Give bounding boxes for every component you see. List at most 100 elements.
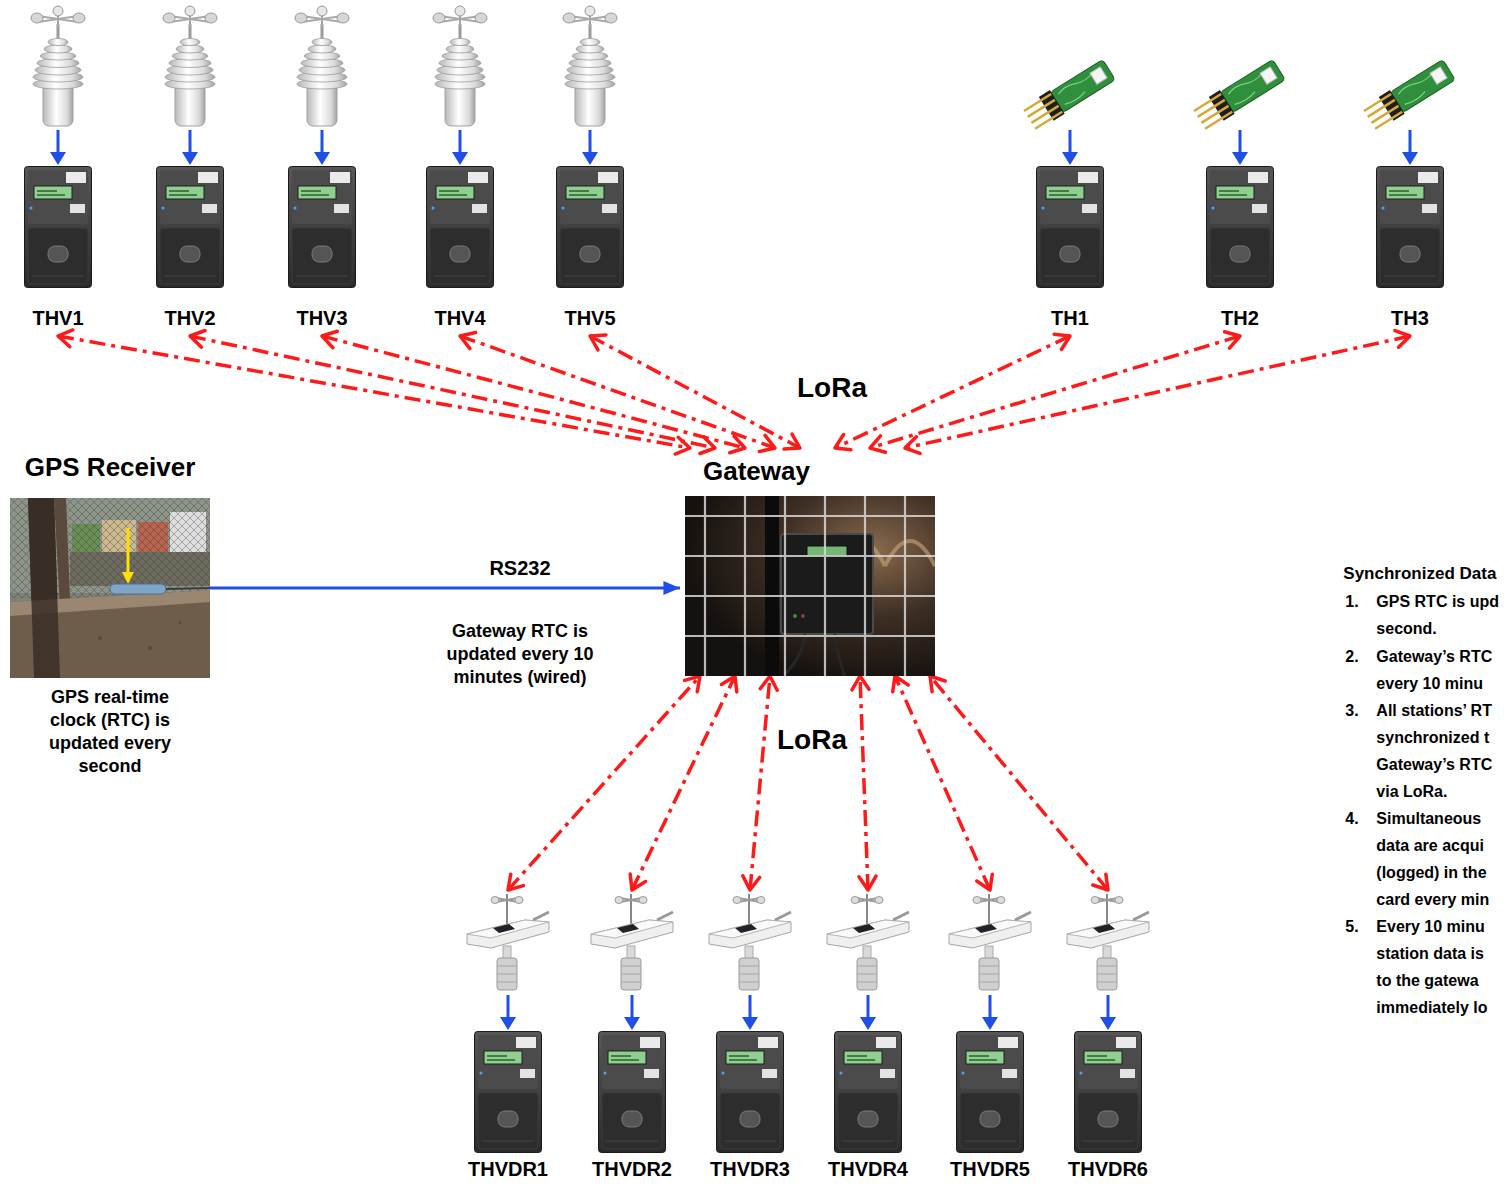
arrow-head — [508, 874, 523, 890]
arrow-head — [893, 676, 909, 692]
logger-box — [1036, 166, 1104, 288]
sensor-arrow — [1098, 995, 1118, 1031]
note-text: 4. — [1345, 809, 1358, 829]
note-text: 3. — [1345, 701, 1358, 721]
logger-box — [474, 1031, 542, 1153]
note-text: every 10 minu — [1376, 674, 1483, 694]
gps-receiver-node: GPS ReceiverGPS real-time clock (RTC) is… — [10, 452, 210, 778]
lora-link — [460, 333, 775, 452]
station-label: THVDR1 — [468, 1157, 548, 1181]
note-text: Gateway’s RTC — [1376, 755, 1492, 775]
lora-link — [190, 331, 715, 454]
arrow-head — [930, 676, 945, 692]
arrow-head — [630, 874, 645, 890]
station-node: THVDR1 — [453, 890, 563, 1181]
sensor-board-icon — [1360, 4, 1460, 130]
rs232-link — [210, 581, 680, 595]
logger-box — [834, 1031, 902, 1153]
arrow-head — [322, 331, 337, 347]
station-label: THVDR5 — [950, 1157, 1030, 1181]
note-text: data are acqui — [1376, 836, 1484, 856]
note-text: Synchronized Data — [1343, 563, 1496, 584]
arrow-head — [730, 436, 745, 452]
note-text: Simultaneous — [1376, 809, 1481, 829]
note-text: 2. — [1345, 647, 1358, 667]
sensor-board-icon — [1190, 4, 1290, 130]
station-node: THVDR4 — [813, 890, 923, 1181]
arrow-head — [685, 676, 700, 692]
link-line — [870, 336, 1240, 448]
weather-station-icon — [463, 890, 553, 995]
lora-link — [893, 676, 993, 890]
station-node: THV4 — [405, 4, 515, 336]
arrow-head — [759, 435, 775, 451]
edge-label: RS232 — [487, 556, 552, 580]
arrow-head — [460, 333, 476, 349]
station-label: THV2 — [164, 306, 215, 330]
weather-station-icon — [1063, 890, 1153, 995]
link-line — [930, 676, 1108, 890]
lora-link — [322, 331, 745, 452]
logger-box — [156, 166, 224, 288]
anemometer-icon — [28, 4, 88, 130]
arrow-head — [1395, 331, 1410, 348]
station-node: THVDR2 — [577, 890, 687, 1181]
node-heading: Gateway — [680, 456, 940, 486]
note-text: synchronized t — [1376, 728, 1489, 748]
station-label: THV1 — [32, 306, 83, 330]
station-node: THV5 — [535, 4, 645, 336]
node-caption: GPS real-time clock (RTC) is updated eve… — [28, 686, 193, 778]
logger-box — [426, 166, 494, 288]
weather-station-icon — [823, 890, 913, 995]
logger-box — [556, 166, 624, 288]
note-text: 1. — [1345, 592, 1358, 612]
station-node: THV3 — [267, 4, 377, 336]
lora-link — [852, 676, 876, 890]
logger-box — [956, 1031, 1024, 1153]
lora-link — [590, 335, 800, 449]
link-label: LoRa — [777, 724, 847, 756]
sensor-arrow — [498, 995, 518, 1031]
arrow-head — [859, 876, 876, 890]
note-text: via LoRa. — [1376, 782, 1447, 802]
link-line — [632, 676, 735, 890]
lora-link — [630, 676, 737, 890]
link-line — [750, 676, 770, 890]
station-label: THV5 — [564, 306, 615, 330]
lora-link — [508, 676, 700, 890]
lora-link — [58, 330, 690, 454]
note-text: All stations’ RT — [1376, 701, 1492, 721]
arrow-head — [58, 330, 73, 347]
station-node: THVDR5 — [935, 890, 1045, 1181]
sensor-arrow — [312, 130, 332, 166]
link-line — [210, 587, 680, 590]
arrow-head — [1054, 334, 1070, 349]
arrow-head — [721, 676, 736, 692]
station-node: THVDR3 — [695, 890, 805, 1181]
arrow-head — [190, 331, 205, 348]
link-line — [905, 336, 1410, 448]
station-label: TH2 — [1221, 306, 1259, 330]
anemometer-icon — [560, 4, 620, 130]
station-label: TH3 — [1391, 306, 1429, 330]
arrow-head — [852, 676, 869, 690]
sensor-arrow — [1230, 130, 1250, 166]
anemometer-icon — [292, 4, 352, 130]
logger-box — [716, 1031, 784, 1153]
station-label: THVDR4 — [828, 1157, 908, 1181]
logger-box — [598, 1031, 666, 1153]
arrow-head — [760, 676, 777, 690]
sensor-arrow — [48, 130, 68, 166]
logger-box — [1376, 166, 1444, 288]
gateway-photo — [685, 496, 935, 676]
link-line — [322, 336, 745, 448]
note-text: Every 10 minu — [1376, 917, 1485, 937]
arrow-head — [905, 437, 920, 454]
arrow-head — [870, 436, 885, 452]
arrow-head — [663, 581, 680, 595]
link-line — [190, 336, 715, 448]
link-line — [508, 676, 700, 890]
sensor-arrow — [980, 995, 1000, 1031]
station-label: TH1 — [1051, 306, 1089, 330]
